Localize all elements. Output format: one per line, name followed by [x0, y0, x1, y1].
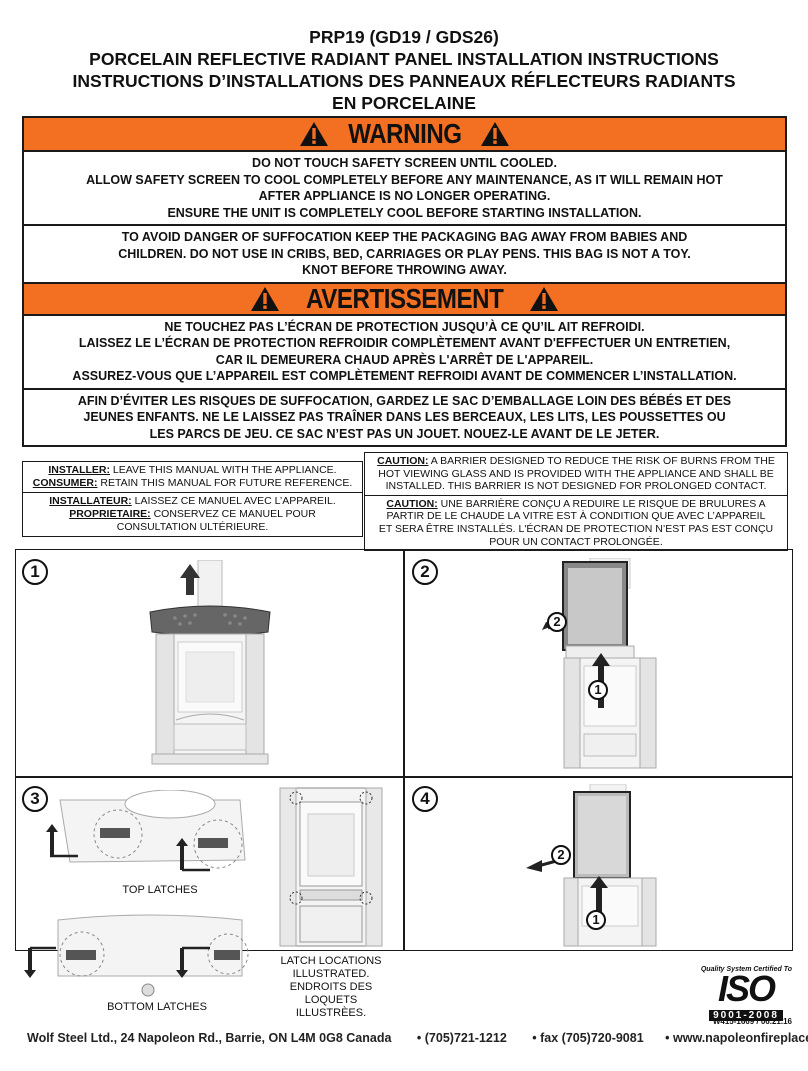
warning-suffocation: TO AVOID DANGER OF SUFFOCATION KEEP THE … [24, 224, 785, 282]
latch-locations-caption: LATCH LOCATIONS ILLUSTRATED. ENDROITS DE… [280, 955, 382, 1019]
installer-notice-french: INSTALLATEUR: LAISSEZ CE MANUEL AVEC L’A… [23, 492, 362, 536]
title-model: PRP19 (GD19 / GDS26) [309, 27, 499, 47]
installer-notice-english: INSTALLER: LEAVE THIS MANUAL WITH THE AP… [32, 464, 353, 489]
document-title: PRP19 (GD19 / GDS26) PORCELAIN REFLECTIV… [0, 26, 808, 114]
step-2-stove-illustration [542, 558, 657, 769]
caution-french: CAUTION: UNE BARRIÈRE CONÇU A REDUIRE LE… [365, 494, 787, 550]
grid-divider-vertical [403, 549, 405, 951]
step-2-substep-2: 2 [547, 612, 567, 632]
footer: Wolf Steel Ltd., 24 Napoleon Rd., Barrie… [27, 1031, 808, 1045]
caution-english: CAUTION: A BARRIER DESIGNED TO REDUCE TH… [377, 455, 775, 493]
bottom-latches-caption: BOTTOM LATCHES [107, 1001, 207, 1013]
warning-header: WARNING [24, 118, 785, 152]
avertissement-suffocation: AFIN D’ÉVITER LES RISQUES DE SUFFOCATION… [24, 387, 785, 446]
grid-divider-horizontal [15, 776, 793, 778]
step-1-number: 1 [22, 559, 48, 585]
footer-company: Wolf Steel Ltd., 24 Napoleon Rd., Barrie… [27, 1031, 392, 1045]
step-2-substep-1: 1 [588, 680, 608, 700]
footer-website: • www.napoleonfireplaces.com [665, 1031, 808, 1045]
latch-locations-stove-illustration [279, 787, 383, 947]
warning-triangle-icon [250, 286, 279, 311]
top-latches-illustration [46, 790, 246, 872]
warning-hot-screen: DO NOT TOUCH SAFETY SCREEN UNTIL COOLED.… [86, 156, 723, 220]
iso-certification-logo: Quality System Certified To ISO 9001-200… [700, 966, 792, 1021]
document-number: W415-1669 / 06.21.16 [712, 1017, 792, 1026]
step-3-number: 3 [22, 786, 48, 812]
title-english: PORCELAIN REFLECTIVE RADIANT PANEL INSTA… [89, 49, 719, 69]
step-4-number: 4 [412, 786, 438, 812]
title-french-cont: EN PORCELAINE [332, 93, 476, 113]
avertissement-heading: AVERTISSEMENT [305, 282, 504, 314]
step-4-substep-2: 2 [551, 845, 571, 865]
warning-triangle-icon [481, 122, 510, 146]
step-1-stove-illustration [149, 560, 271, 765]
footer-fax: • fax (705)720-9081 [532, 1031, 644, 1045]
footer-phone: • (705)721-1212 [416, 1031, 507, 1045]
step-4-substep-1: 1 [586, 910, 606, 930]
warning-triangle-icon [299, 122, 328, 146]
installer-notice-box: INSTALLER: LEAVE THIS MANUAL WITH THE AP… [22, 461, 363, 537]
warning-triangle-icon [530, 286, 559, 311]
bottom-latches-illustration [24, 914, 249, 997]
step-4-stove-illustration [526, 784, 657, 947]
caution-box: CAUTION: A BARRIER DESIGNED TO REDUCE TH… [364, 452, 788, 552]
warning-box: WARNING DO NOT TOUCH SAFETY SCREEN UNTIL… [22, 116, 787, 447]
avertissement-header: AVERTISSEMENT [24, 281, 785, 316]
top-latches-caption: TOP LATCHES [122, 884, 198, 896]
avertissement-hot-screen: NE TOUCHEZ PAS L’ÉCRAN DE PROTECTION JUS… [72, 319, 737, 384]
step-2-number: 2 [412, 559, 438, 585]
title-french: INSTRUCTIONS D’INSTALLATIONS DES PANNEAU… [72, 71, 736, 91]
warning-heading: WARNING [347, 118, 462, 149]
